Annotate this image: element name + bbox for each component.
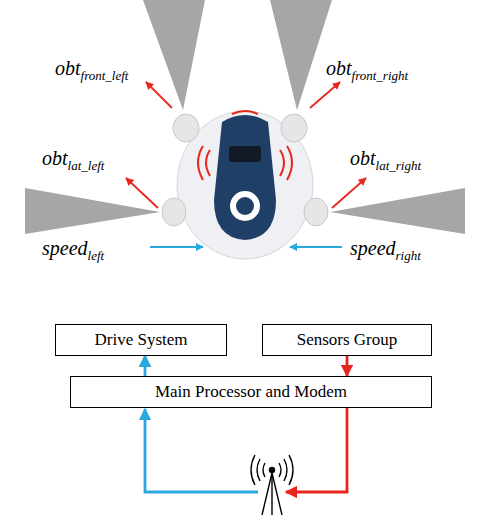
signal-label: obtfront_left xyxy=(55,56,128,84)
sensor-head xyxy=(281,114,307,142)
sensor-head xyxy=(304,198,328,226)
signal-connector xyxy=(346,356,349,376)
signal-label: speedleft xyxy=(42,236,104,264)
sensor-cone xyxy=(143,0,205,110)
sensor-arrow xyxy=(126,82,366,208)
box-label: Drive System xyxy=(62,330,220,350)
process-box: Sensors Group xyxy=(262,324,432,356)
signal-label: obtlat_right xyxy=(350,146,421,174)
box-label: Main Processor and Modem xyxy=(77,382,425,402)
process-box: Drive System xyxy=(55,324,227,356)
sensor-head xyxy=(162,198,186,226)
sensor-cone xyxy=(270,0,332,110)
robot-wheel xyxy=(230,191,260,221)
robot-wheel xyxy=(236,197,254,215)
signal-waves xyxy=(198,111,292,180)
sensor-head xyxy=(173,114,199,142)
box-label: Sensors Group xyxy=(269,330,425,350)
signal-label: obtfront_right xyxy=(326,56,408,84)
sensor-cone xyxy=(330,188,465,234)
sensor-cone xyxy=(25,188,160,234)
speed-arrow xyxy=(150,246,342,248)
signal-connector xyxy=(144,356,147,376)
downlink-wire xyxy=(145,409,258,492)
process-box: Main Processor and Modem xyxy=(70,376,432,408)
uplink-wire xyxy=(286,408,347,492)
robot-vent xyxy=(229,146,261,162)
signal-label: speedright xyxy=(350,236,421,264)
robot-shell xyxy=(214,115,276,240)
antenna-symbol xyxy=(251,455,293,515)
signal-label: obtlat_left xyxy=(42,146,104,174)
